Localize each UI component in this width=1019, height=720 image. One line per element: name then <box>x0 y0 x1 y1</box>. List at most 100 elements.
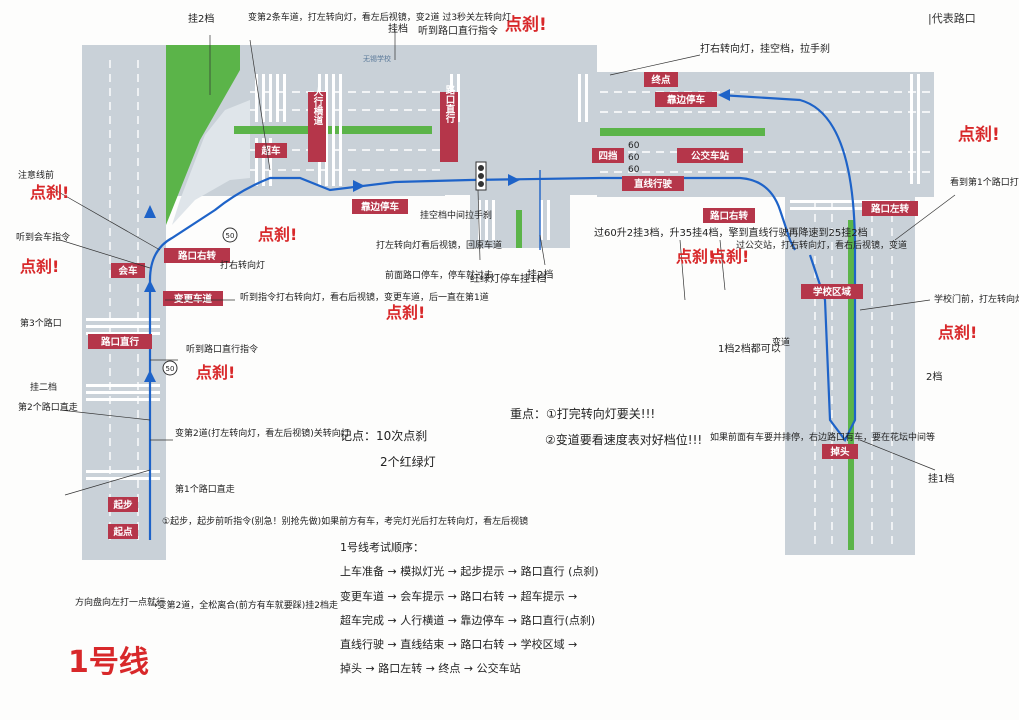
note-uturn-gear: 挂1档 <box>928 472 954 485</box>
brake-left-1: 点刹! <box>30 183 69 202</box>
label-pull-end: 靠边停车 <box>667 94 706 106</box>
label-uturn: 掉头 <box>830 446 850 458</box>
junction-middle <box>445 45 597 195</box>
emphasis-2: ②变道要看速度表对好档位!!! <box>545 432 702 447</box>
label-straight1: 路口直行 <box>101 336 140 348</box>
note-left-turn: 看到第1个路口打左转向灯 <box>950 176 1019 188</box>
top-road-upper <box>240 45 445 70</box>
note-first: 变第2道(打左转向灯，看左后视镜)关转向灯 <box>175 427 350 439</box>
zebra-left-3 <box>86 470 160 480</box>
note-lane3: 第3个路口 <box>20 317 62 329</box>
lane-markings <box>109 60 930 550</box>
speed-sign-2: 60 <box>628 153 640 163</box>
label-bus-stop: 公交车站 <box>691 150 730 162</box>
label-meet: 会车 <box>118 265 138 277</box>
note-left-stop: 注意线前 <box>18 169 54 181</box>
note-bus-gear: 1档2档都可以 <box>718 342 781 355</box>
note-gear-nav: 挂档 <box>388 22 408 35</box>
label-start-a: 起步 <box>112 499 133 511</box>
label-straight-drive: 直线行驶 <box>634 178 673 190</box>
zebra-junction-south <box>478 200 550 240</box>
note-first2: 第1个路口直走 <box>175 483 235 495</box>
line-title: 1号线 <box>68 645 149 680</box>
label-right-turn2: 路口右转 <box>710 210 749 222</box>
label-pullover: 靠边停车 <box>361 201 400 213</box>
brake-top-right: 点刹! <box>958 124 1000 145</box>
brake-top: 点刹! <box>505 14 547 35</box>
station-labels: 起步 起点 路口直行 变更车道 会车 路口右转 超车 人行横道 靠边停车 路口直… <box>88 54 918 539</box>
label-start-b: 起点 <box>112 526 133 538</box>
brake-left-2: 点刹! <box>20 257 59 276</box>
brake-speed-1: 点刹! <box>676 247 715 266</box>
note-wheel: 方向盘向左打一点就行 <box>75 596 165 608</box>
seq-line-5: 掉头 → 路口左转 → 终点 → 公交车站 <box>340 661 521 675</box>
median-right <box>600 128 765 136</box>
note-straight1: 听到路口直行指令 <box>186 343 258 355</box>
annotation-lines <box>54 30 956 496</box>
note-bus-right: 变道 <box>772 336 790 348</box>
exam-sequence: 1号线考试顺序： 上车准备 → 模拟灯光 → 起步提示 → 路口直行 (点刹) … <box>340 540 599 675</box>
zebra-top-1 <box>255 74 286 186</box>
note-turn-gear: 挂空档中间拉手刹 <box>420 209 492 221</box>
seq-heading: 1号线考试顺序： <box>340 540 424 554</box>
red-lights: 2个红绿灯 <box>380 454 436 469</box>
key-points: 记点：10次点刹 <box>340 429 427 443</box>
speed-sign-3: 60 <box>628 165 640 175</box>
label-crosswalk: 人行横道 <box>312 86 325 126</box>
note-top-overtake: 变第2条车道，打左转向灯，看左后视镜，变2道 过3秒关左转向灯 <box>248 11 511 23</box>
median-south <box>516 210 522 248</box>
brake-right-turn: 点刹! <box>258 225 297 244</box>
speed-sign-1: 60 <box>628 141 640 151</box>
speed-signs: 60 60 60 50 50 <box>162 141 640 376</box>
median-vertical <box>848 220 854 550</box>
sign-50-a: 50 <box>226 232 235 240</box>
island <box>172 100 250 225</box>
note-lanechange: 听到指令打右转向灯，看右后视镜，变更车道，后一直在第1道 <box>240 291 489 303</box>
brake-straight1: 点刹! <box>196 363 235 382</box>
sign-50-b: 50 <box>166 365 175 373</box>
seq-line-4: 直线行驶 → 直线结束 → 路口右转 → 学校区域 → <box>340 637 577 651</box>
note-uturn: 如果前面有车要并排停，右边路口有车，要在花坛中间等 <box>710 431 935 443</box>
route-arrows <box>144 89 730 382</box>
note-pull: 前面路口停车，停车就过去 <box>385 269 493 281</box>
zebra-left-2 <box>86 384 160 401</box>
zebra-left-1 <box>86 318 160 335</box>
label-gear4: 四挡 <box>598 150 618 162</box>
note-meet: 听到会车指令 <box>16 231 70 243</box>
note-gear2-left: 挂二档 <box>30 381 57 393</box>
grass-triangle <box>166 45 240 225</box>
label-right-turn: 路口右转 <box>178 250 217 262</box>
note-right: 打右转向灯 <box>220 259 265 271</box>
note-bus: 过公交站，打右转向灯，看右后视镜，变道 <box>736 239 907 251</box>
note-pull2: 打左转向灯看后视镜，回原车道 <box>376 239 502 251</box>
note-top-straight: 听到路口直行指令 <box>418 24 498 37</box>
note-gear2-right: 2档 <box>926 370 942 383</box>
label-overtake: 超车 <box>260 145 281 157</box>
seq-line-1: 上车准备 → 模拟灯光 → 起步提示 → 路口直行 (点刹) <box>340 564 599 578</box>
seq-line-2: 变更车道 → 会车提示 → 路口右转 → 超车提示 → <box>340 589 577 603</box>
notes: |代表路口 挂2档 变第2条车道，打左转向灯，看左后视镜，变2道 过3秒关左转向… <box>16 11 1019 611</box>
emphasis-1: 重点：①打完转向灯要关!!! <box>510 406 655 421</box>
note-wheel2: →变第2道，全松离合(前方有车就要踩)挂2档走 <box>150 599 338 611</box>
note-start: ①起步，起步前听指令(别急！别抢先做)如果前方有车，考完灯光后打左转向灯，看左后… <box>162 515 528 527</box>
brake-school: 点刹! <box>938 323 977 342</box>
note-speed: 过60升2挂3档，升35挂4档，擎到直线行驶再降速到25挂2档 <box>594 226 868 239</box>
brake-pull: 点刹! <box>386 303 425 322</box>
note-lane2: 第2个路口直走 <box>18 401 78 413</box>
note-top-right: 打右转向灯，挂空档，拉手刹 <box>700 42 830 55</box>
seq-line-3: 超车完成 → 人行横道 → 靠边停车 → 路口直行(点刹) <box>340 613 595 627</box>
legend-note: |代表路口 <box>928 11 976 25</box>
label-end: 终点 <box>650 74 671 86</box>
note-light: 红绿灯停车挂1档 <box>470 272 546 285</box>
traffic-light <box>475 161 487 191</box>
brake-speed-2: 点刹! <box>710 247 749 266</box>
label-straight2: 路口直行 <box>444 84 457 124</box>
label-school: 学校区域 <box>813 286 852 298</box>
note-gear2-top: 挂2档 <box>188 12 214 25</box>
note-g2: 挂2档 <box>527 268 553 281</box>
label-lane-change: 变更车道 <box>174 293 213 305</box>
left-road <box>82 45 166 560</box>
label-left-turn: 路口左转 <box>871 203 910 215</box>
note-school-right: 学校门前，打左转向灯，看左后视镜，靠道走，4档再减速 <box>934 293 1019 305</box>
